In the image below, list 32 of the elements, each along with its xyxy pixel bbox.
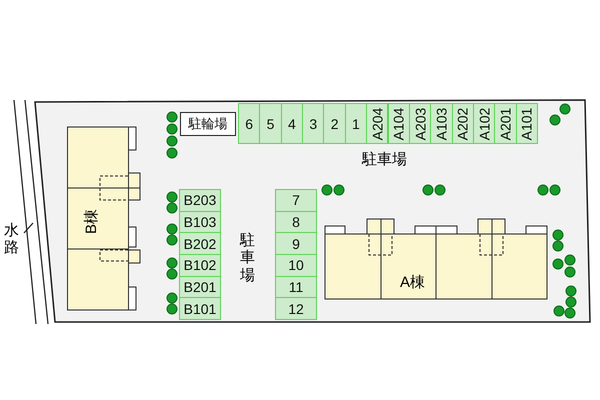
- parking-space: B102: [179, 254, 221, 277]
- parking-space: B101: [179, 297, 221, 320]
- parking-space: A201: [494, 103, 517, 144]
- bicycle-parking-box: 駐輪場: [180, 112, 236, 136]
- parking-space: A101: [516, 103, 538, 144]
- waterway-label: 水路: [4, 222, 19, 256]
- parking-space: B103: [179, 210, 221, 234]
- area-label: 駐車場: [362, 150, 407, 169]
- parking-space: B201: [179, 276, 221, 298]
- parking-space: A102: [472, 103, 496, 144]
- parking-space: 2: [323, 103, 346, 144]
- parking-space: 6: [238, 103, 260, 144]
- parking-space: B202: [179, 232, 221, 255]
- parking-space: A104: [388, 103, 410, 144]
- area-label: 駐車場: [240, 232, 255, 284]
- parking-space: A204: [366, 103, 388, 144]
- parking-space: 8: [275, 210, 317, 234]
- parking-space: 1: [344, 103, 368, 144]
- parking-space: 11: [275, 276, 317, 298]
- building-label: A棟: [400, 273, 426, 292]
- parking-space: 5: [259, 103, 282, 144]
- parking-space: A202: [452, 103, 474, 144]
- parking-space: 4: [280, 103, 304, 144]
- parking-space: 7: [275, 189, 317, 212]
- building-label: B棟: [82, 209, 101, 234]
- parking-space: B203: [179, 189, 221, 212]
- parking-space: 12: [275, 297, 317, 320]
- parking-space: 3: [302, 103, 324, 144]
- parking-space: A203: [408, 103, 432, 144]
- parking-space: 9: [275, 232, 317, 255]
- parking-space: 10: [275, 254, 317, 277]
- parking-space: A103: [430, 103, 453, 144]
